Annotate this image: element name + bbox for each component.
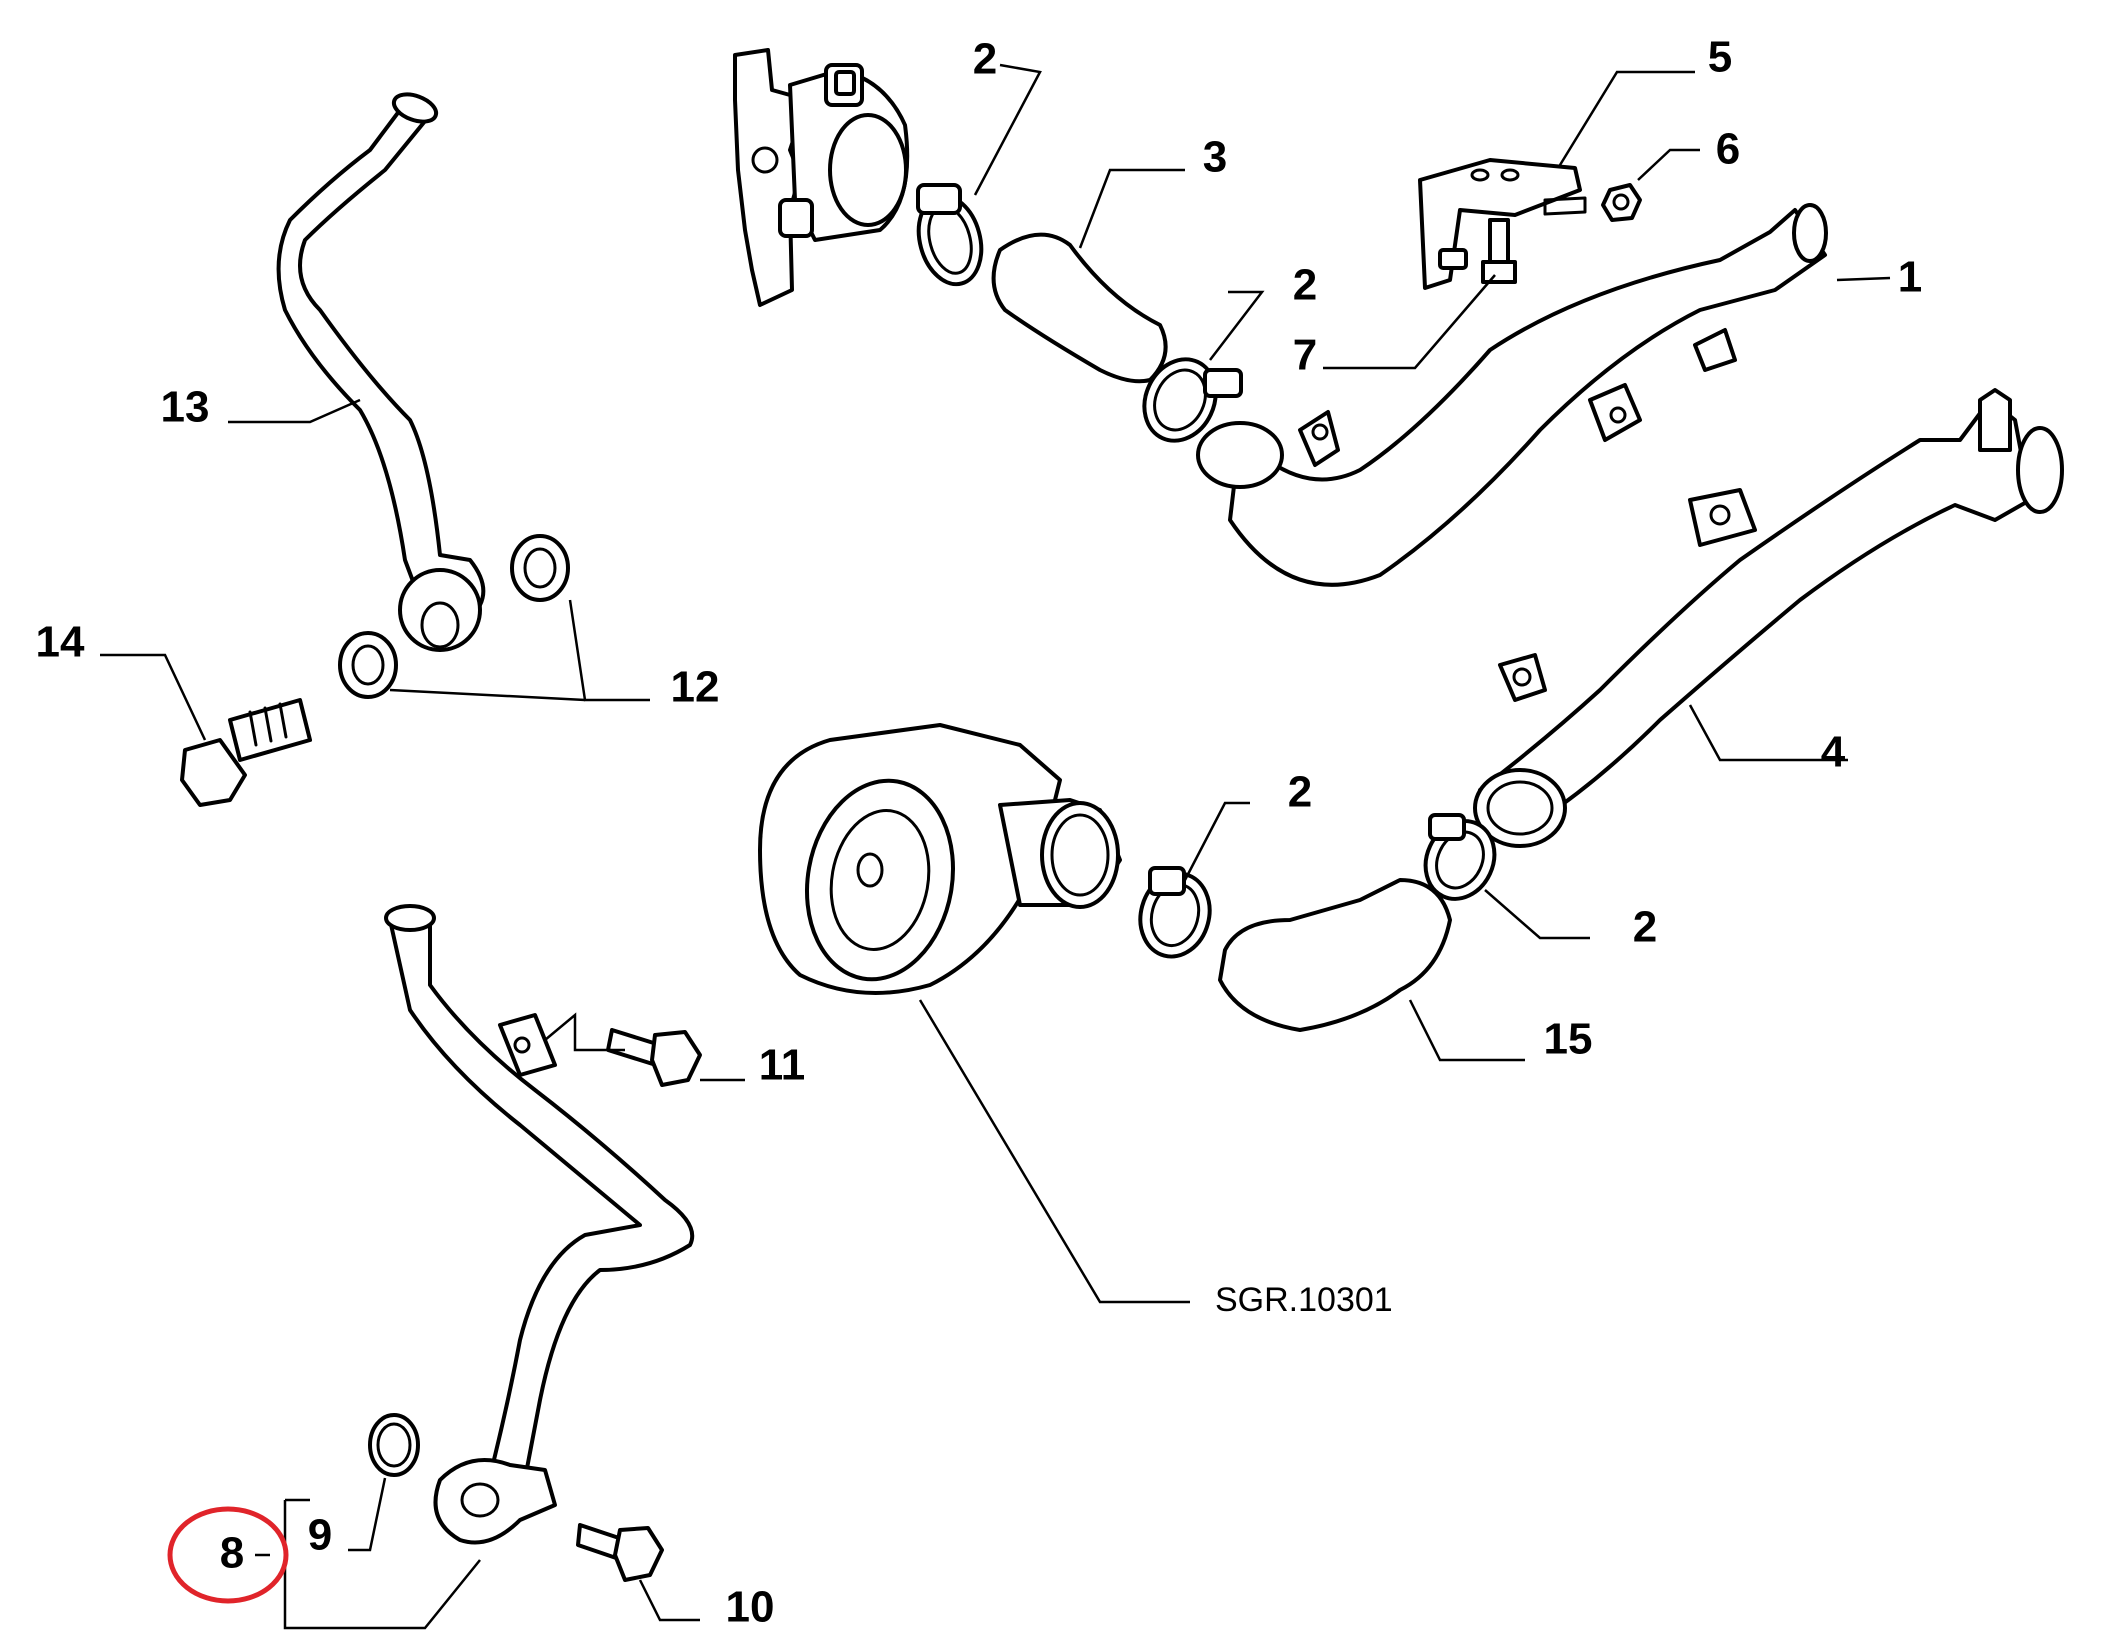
callout-2-lower-left: 2 <box>1288 768 1312 817</box>
part-1-coolant-pipe <box>1196 203 1828 587</box>
callout-10: 10 <box>726 1583 775 1632</box>
callout-6: 6 <box>1716 125 1740 174</box>
part-6-nut <box>1543 183 1642 222</box>
thermostat-housing <box>733 48 910 307</box>
callout-2-top: 2 <box>973 35 997 84</box>
callout-labels: 1 2 2 2 2 3 4 5 6 7 8 9 10 11 12 13 14 1… <box>36 33 1923 1632</box>
callout-2-right: 2 <box>1633 903 1657 952</box>
part-11-bolt <box>606 1028 702 1087</box>
part-8-return-pipe <box>384 904 695 1545</box>
callout-9: 9 <box>308 1511 332 1560</box>
callout-13: 13 <box>161 383 210 432</box>
part-9-o-ring <box>368 1413 420 1477</box>
callout-15: 15 <box>1544 1015 1593 1064</box>
part-2-hose-clamp-right <box>1423 813 1497 901</box>
reference-code: SGR.10301 <box>1215 1281 1393 1319</box>
part-7-bolt <box>1481 218 1517 284</box>
callout-7: 7 <box>1293 331 1317 380</box>
part-2-hose-clamp-top <box>916 183 984 287</box>
part-3-upper-hose <box>991 232 1168 384</box>
part-12-washers <box>338 534 570 699</box>
callout-5: 5 <box>1708 33 1732 82</box>
part-14-banjo-bolt <box>180 698 312 807</box>
leader-lines <box>100 63 1891 1630</box>
part-4-lower-pipe <box>1473 388 2064 848</box>
callout-12: 12 <box>671 663 720 712</box>
part-10-bolt <box>576 1523 664 1582</box>
callout-14: 14 <box>36 618 85 667</box>
oil-cooler-housing <box>758 723 1122 995</box>
part-13-small-pipe <box>276 92 486 652</box>
part-2-hose-clamp-lower-left <box>1138 866 1212 959</box>
callout-2-middle: 2 <box>1293 261 1317 310</box>
callout-4: 4 <box>1821 728 1846 777</box>
part-15-lower-hose <box>1218 878 1452 1032</box>
highlight-circle <box>167 1506 289 1604</box>
callout-8: 8 <box>220 1529 244 1578</box>
part-5-bracket <box>1418 158 1582 290</box>
callout-3: 3 <box>1203 133 1227 182</box>
callout-11: 11 <box>759 1041 806 1090</box>
callout-1: 1 <box>1898 253 1922 302</box>
part-2-hose-clamp-middle <box>1142 357 1243 443</box>
